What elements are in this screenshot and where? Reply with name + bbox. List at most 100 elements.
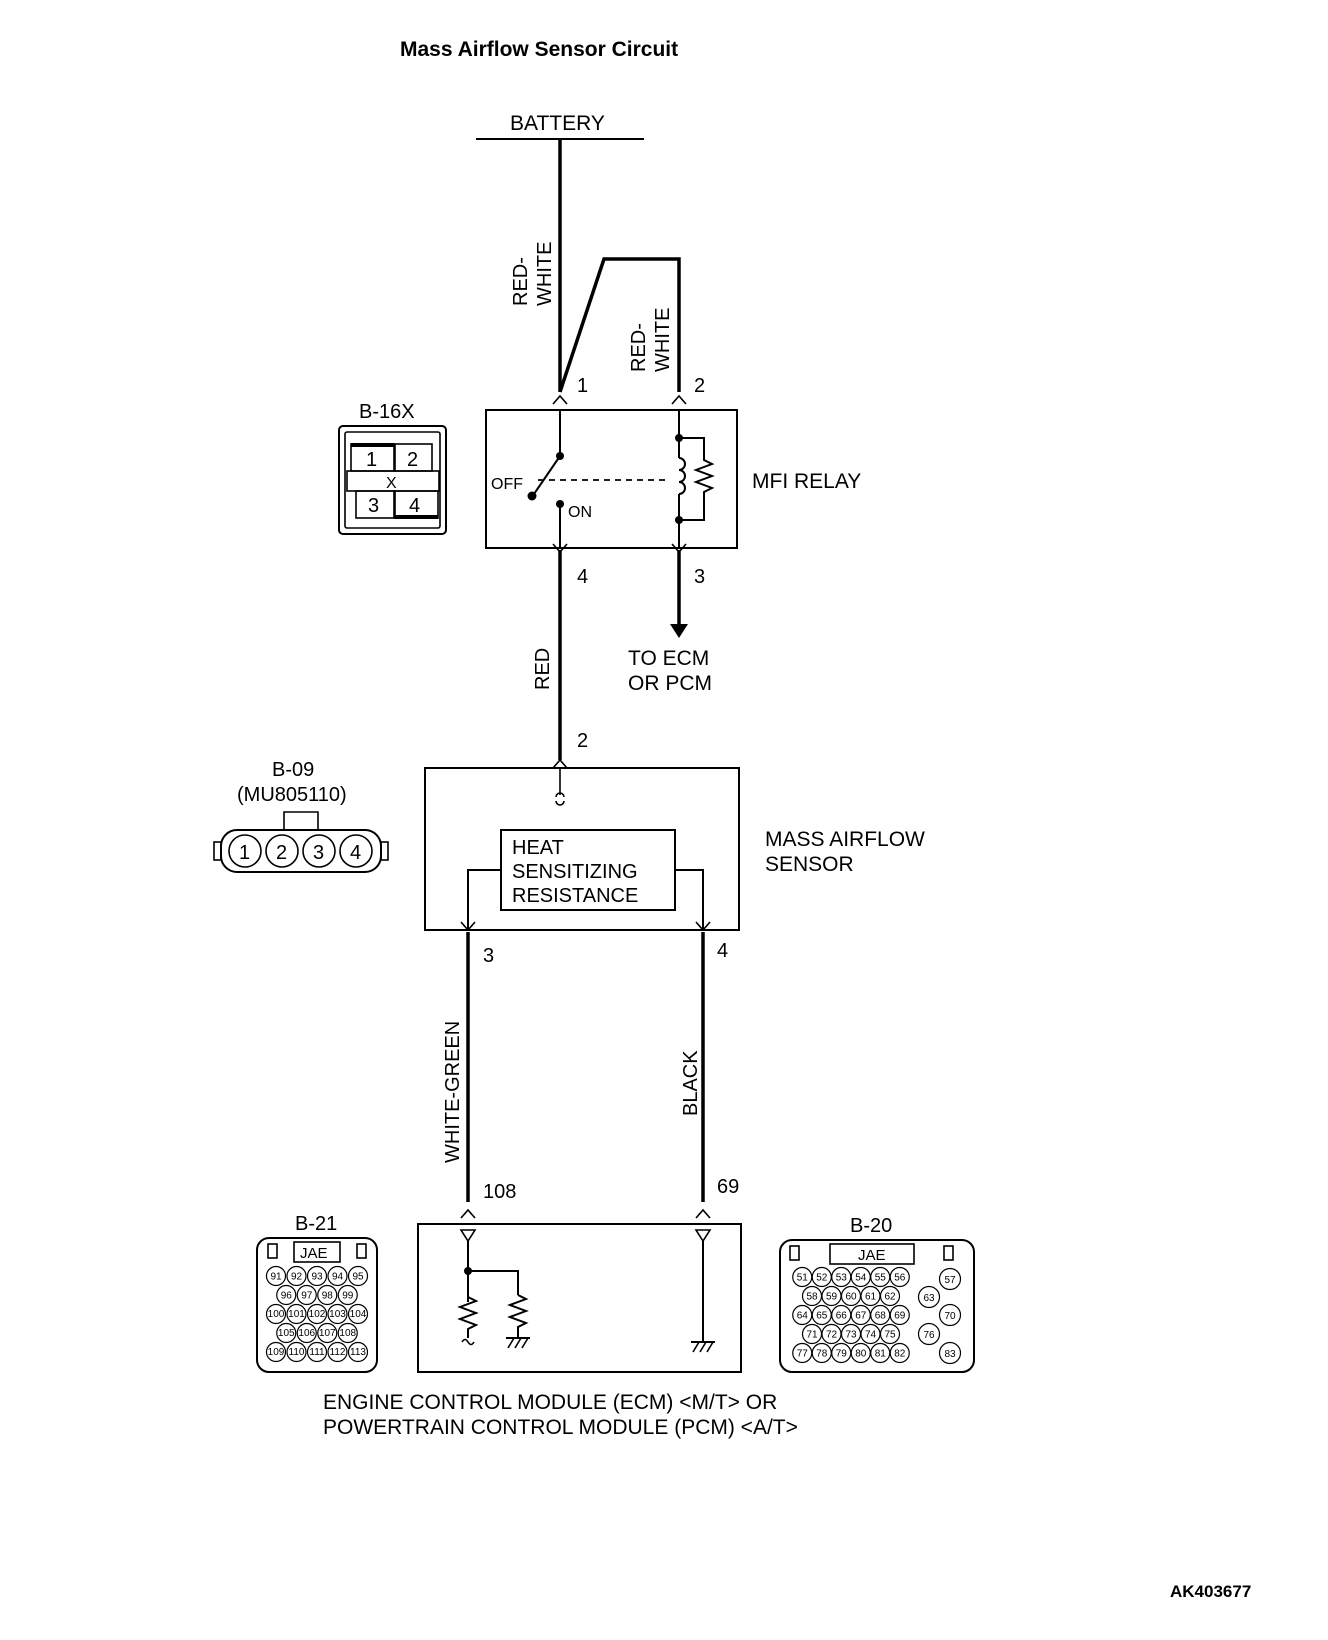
sensor-box <box>424 767 740 931</box>
b21-pin-109: 109 <box>268 1347 285 1358</box>
b21-pin-93-circle <box>306 1265 328 1287</box>
b21-pin-96-circle <box>276 1284 297 1306</box>
ecm-internal <box>457 1229 715 1353</box>
ecm-pin108-chevron <box>460 1208 476 1219</box>
sensor-label-line1: MASS AIRFLOW <box>765 828 925 851</box>
b21-pin-106-circle <box>296 1322 317 1344</box>
b20-pin-74: 74 <box>865 1330 877 1341</box>
b20-pin-57: 57 <box>944 1275 956 1286</box>
b21-pin-111-circle <box>306 1341 328 1363</box>
b16x-pin-2: 2 <box>407 449 418 471</box>
b21-pin-104-circle <box>347 1303 369 1325</box>
b20-pin-64: 64 <box>797 1311 809 1322</box>
b20-pin-73: 73 <box>845 1330 857 1341</box>
b20-pin-79: 79 <box>836 1349 848 1360</box>
switch-on-label: ON <box>568 504 592 521</box>
b21-pin-107-circle <box>317 1322 338 1344</box>
connector-b09-label: B-09 <box>272 759 314 781</box>
ecm-pin-69: 69 <box>717 1176 739 1198</box>
diagram-title: Mass Airflow Sensor Circuit <box>400 38 678 61</box>
relay-pin-3: 3 <box>694 566 705 588</box>
b21-pin-91: 91 <box>270 1272 282 1283</box>
b21-pin-103: 103 <box>329 1309 346 1320</box>
b21-pin-93: 93 <box>311 1272 323 1283</box>
b20-pin-70: 70 <box>944 1311 956 1322</box>
switch-off-label: OFF <box>491 476 523 493</box>
b21-pin-91-circle <box>265 1265 287 1287</box>
b20-pin-82: 82 <box>894 1349 906 1360</box>
b21-pin-113: 113 <box>350 1347 366 1358</box>
b21-pin-96: 96 <box>281 1291 293 1302</box>
b21-pin-101: 101 <box>288 1309 305 1320</box>
b20-pin-69-circle <box>889 1304 910 1326</box>
wire-label-2b: WHITE <box>652 308 674 372</box>
b21-pin-113-circle <box>347 1341 369 1363</box>
connector-b20-label: B-20 <box>850 1215 892 1237</box>
b20-pin-78: 78 <box>816 1349 828 1360</box>
b09-pin-3: 3 <box>313 842 324 864</box>
wire-label-relay-pin2: RED- WHITE <box>628 308 674 372</box>
b21-pin-102: 102 <box>309 1309 326 1320</box>
b21-pin-94-circle <box>327 1265 348 1287</box>
b16x-pin-1: 1 <box>366 449 377 471</box>
b21-pin-92-circle <box>286 1265 307 1287</box>
b20-pin-56: 56 <box>894 1273 906 1284</box>
b21-pin-95-circle <box>347 1265 369 1287</box>
relay-pin-4: 4 <box>577 566 588 588</box>
b20-pin-56-circle <box>889 1266 910 1288</box>
b20-pin-63: 63 <box>923 1293 935 1304</box>
b21-pin-111: 111 <box>309 1347 325 1358</box>
b21-pin-110: 110 <box>289 1347 305 1358</box>
b16x-pin-4: 4 <box>409 495 420 517</box>
sensor-label-line2: SENSOR <box>765 853 854 876</box>
b20-pin-82-circle <box>889 1342 910 1364</box>
ecm-label-line1: ENGINE CONTROL MODULE (ECM) <M/T> OR <box>323 1391 777 1414</box>
sensor-pin-3: 3 <box>483 945 494 967</box>
wire-label-1a: RED- <box>510 257 532 306</box>
b21-pin-105-circle <box>276 1322 297 1344</box>
connector-b21-label: B-21 <box>295 1213 337 1235</box>
ecm-label-line2: POWERTRAIN CONTROL MODULE (PCM) <A/T> <box>323 1416 798 1439</box>
b21-pin-97-circle <box>296 1284 317 1306</box>
wire-label-1b: WHITE <box>534 242 556 306</box>
b21-pin-104: 104 <box>350 1309 367 1320</box>
b20-pin-68: 68 <box>875 1311 887 1322</box>
b21-pin-94: 94 <box>332 1272 344 1283</box>
b21-pin-108-circle <box>337 1322 358 1344</box>
relay-switch: OFF ON <box>491 410 668 548</box>
heat-resistance-line3: RESISTANCE <box>512 885 638 907</box>
to-ecm-line2: OR PCM <box>628 672 712 695</box>
wire-label-white-green: WHITE-GREEN <box>442 1021 464 1163</box>
to-ecm-line1: TO ECM <box>628 647 709 670</box>
b21-pin-97: 97 <box>301 1291 313 1302</box>
b21-pin-100-circle <box>265 1303 287 1325</box>
b21-pin-105: 105 <box>278 1328 295 1339</box>
b20-pin-58: 58 <box>806 1292 818 1303</box>
heat-resistance-line2: SENSITIZING <box>512 861 638 883</box>
b21-pin-112: 112 <box>330 1347 346 1358</box>
b20-pin-70-circle <box>938 1303 962 1327</box>
b21-pin-108: 108 <box>339 1328 356 1339</box>
relay-pin-chevrons <box>552 394 687 554</box>
b21-pin-109-circle <box>265 1341 287 1363</box>
sensor-internal-lead <box>555 768 565 806</box>
b20-pin-62-circle <box>879 1285 901 1307</box>
b20-pin-83: 83 <box>944 1349 956 1360</box>
b20-pin-71: 71 <box>806 1330 818 1341</box>
figure-id: AK403677 <box>1170 1582 1251 1601</box>
b20-pin-59: 59 <box>826 1292 838 1303</box>
b20-pin-53: 53 <box>836 1273 848 1284</box>
sensor-pin-4: 4 <box>717 940 728 962</box>
b21-pin-98-circle <box>317 1284 338 1306</box>
b21-pin-106: 106 <box>298 1328 315 1339</box>
b20-pin-57-circle <box>938 1267 962 1291</box>
b20-pin-66: 66 <box>836 1311 848 1322</box>
sensor-lead-pin4 <box>675 869 704 930</box>
b20-maker: JAE <box>858 1247 886 1264</box>
b21-maker: JAE <box>300 1245 328 1262</box>
